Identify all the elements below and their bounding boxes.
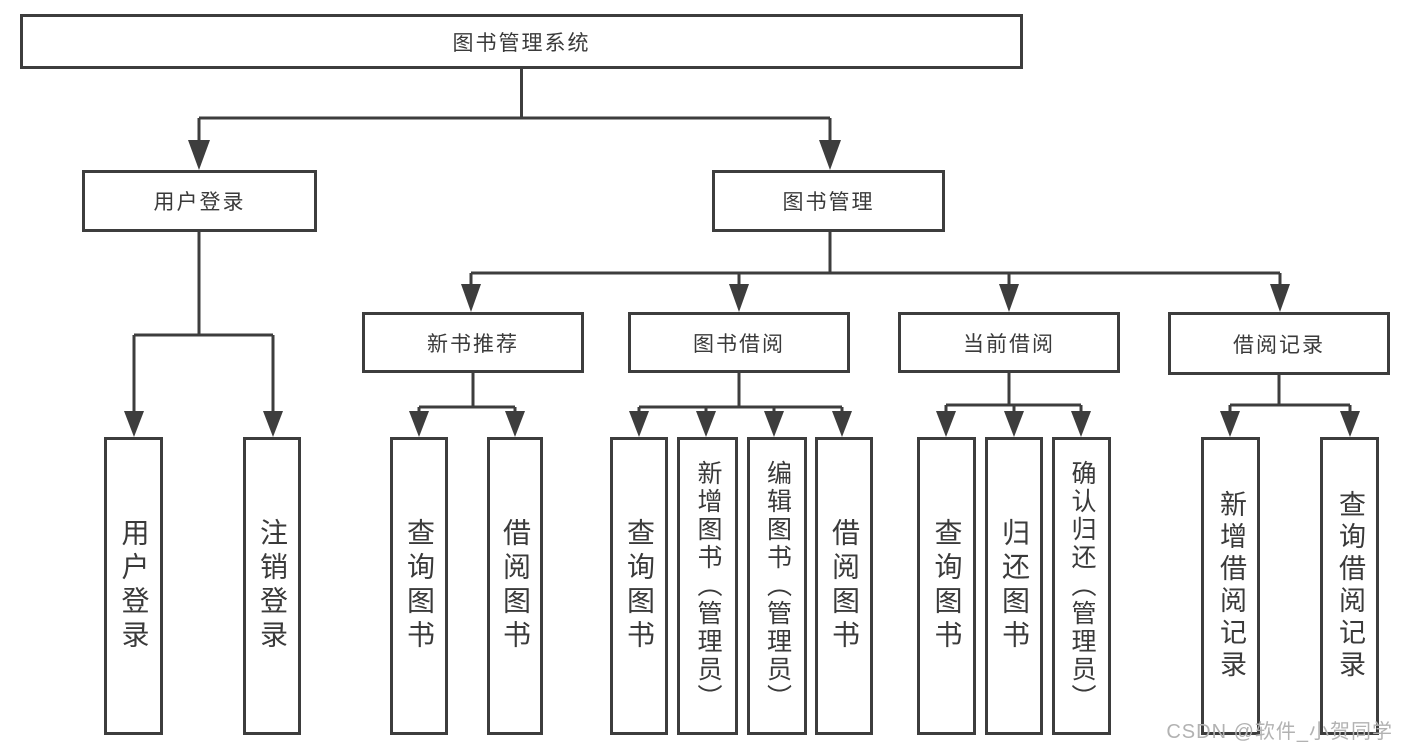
leaf-add-books-admin: 新增图书（管理员） <box>677 437 738 735</box>
node-book-management-label: 图书管理 <box>782 191 875 214</box>
leaf-logout-label: 注销登录 <box>257 518 288 654</box>
node-book-borrowing: 图书借阅 <box>628 312 850 373</box>
node-borrow-records: 借阅记录 <box>1168 312 1390 375</box>
leaf-confirm-return-admin: 确认归还（管理员） <box>1052 437 1111 735</box>
leaf-query-books-recommend: 查询图书 <box>390 437 448 735</box>
node-user-login-label: 用户登录 <box>153 191 246 214</box>
leaf-add-borrow-record: 新增借阅记录 <box>1201 437 1260 735</box>
node-user-login: 用户登录 <box>82 170 317 232</box>
leaf-edit-books-admin-label: 编辑图书（管理员） <box>763 460 792 712</box>
leaf-return-books: 归还图书 <box>985 437 1043 735</box>
leaf-query-books-borrow: 查询图书 <box>610 437 668 735</box>
node-current-borrowing-label: 当前借阅 <box>963 332 1055 356</box>
leaf-query-books-current: 查询图书 <box>917 437 976 735</box>
leaf-add-books-admin-label: 新增图书（管理员） <box>694 460 722 712</box>
leaf-borrow-books: 借阅图书 <box>815 437 873 735</box>
node-borrow-records-label: 借阅记录 <box>1233 333 1325 357</box>
leaf-query-borrow-record: 查询借阅记录 <box>1320 437 1379 735</box>
watermark: CSDN @软件_小贺同学 <box>1166 721 1393 743</box>
leaf-query-borrow-record-label: 查询借阅记录 <box>1335 490 1365 682</box>
leaf-borrow-books-label: 借阅图书 <box>829 518 860 654</box>
node-book-management: 图书管理 <box>712 170 945 232</box>
leaf-query-books-borrow-label: 查询图书 <box>624 518 655 654</box>
leaf-query-books-recommend-label: 查询图书 <box>404 518 435 654</box>
node-root: 图书管理系统 <box>20 14 1023 69</box>
node-book-borrowing-label: 图书借阅 <box>693 332 785 356</box>
leaf-user-login: 用户登录 <box>104 437 163 735</box>
node-new-book-recommend: 新书推荐 <box>362 312 584 373</box>
leaf-query-books-current-label: 查询图书 <box>931 518 963 654</box>
leaf-return-books-label: 归还图书 <box>999 518 1030 654</box>
node-root-label: 图书管理系统 <box>452 31 591 55</box>
leaf-logout: 注销登录 <box>243 437 301 735</box>
leaf-borrow-books-recommend: 借阅图书 <box>487 437 543 735</box>
node-new-book-recommend-label: 新书推荐 <box>427 332 519 356</box>
leaf-edit-books-admin: 编辑图书（管理员） <box>747 437 807 735</box>
leaf-confirm-return-admin-label: 确认归还（管理员） <box>1068 460 1096 712</box>
leaf-add-borrow-record-label: 新增借阅记录 <box>1216 490 1246 682</box>
leaf-borrow-books-recommend-label: 借阅图书 <box>500 518 531 654</box>
node-current-borrowing: 当前借阅 <box>898 312 1120 373</box>
leaf-user-login-label: 用户登录 <box>118 518 150 654</box>
